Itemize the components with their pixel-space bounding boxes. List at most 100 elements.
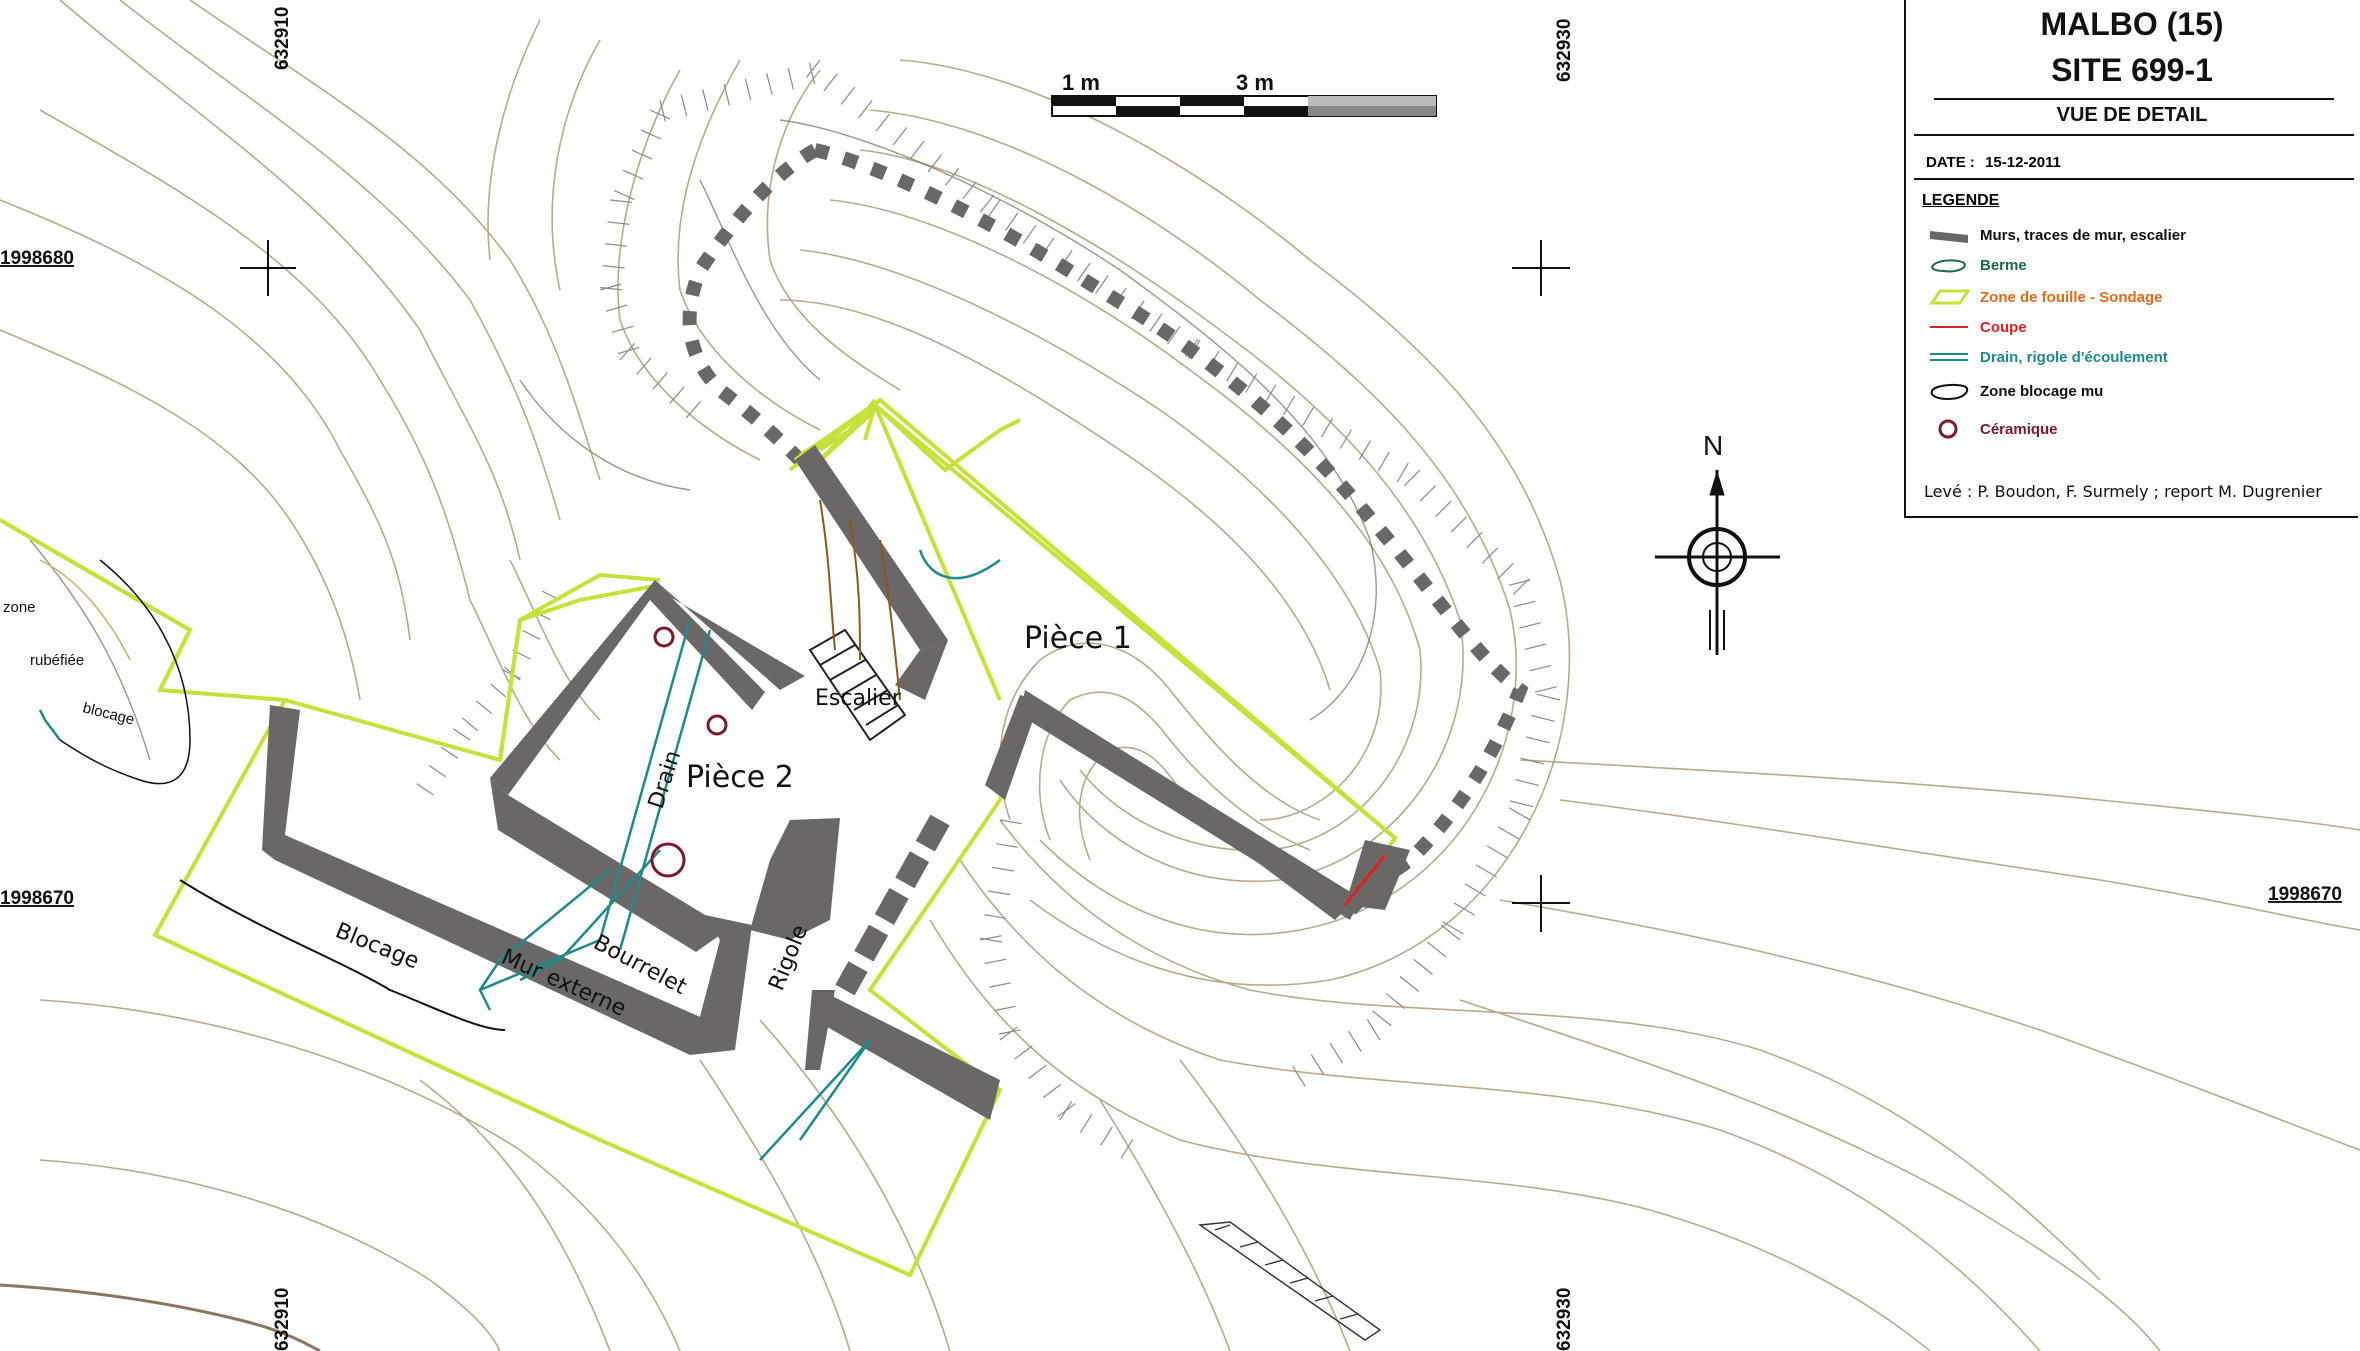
legend-label: Coupe	[1980, 318, 2027, 336]
legend-item-ceramique: Céramique	[1928, 418, 2058, 440]
north-arrow-icon: N	[1655, 430, 1780, 655]
coord-x-left-top: 632910	[272, 7, 293, 70]
date-divider	[1914, 178, 2354, 180]
hachure-tick	[1339, 429, 1353, 449]
grid-cross	[1512, 240, 1570, 296]
date-row: DATE : 15-12-2011	[1926, 154, 2061, 171]
hachure-tick	[1396, 462, 1409, 483]
section-line	[1343, 854, 1387, 906]
hachure-tick	[1519, 622, 1541, 629]
hachure-tick	[1435, 500, 1452, 518]
hachure-tick	[1385, 993, 1406, 1010]
hachure-tick	[927, 154, 943, 173]
hachure-tick	[1372, 1010, 1392, 1027]
hachure-tick	[808, 62, 816, 85]
hachure-tick	[1004, 212, 1019, 231]
title-block: MALBO (15) SITE 699-1 VUE DE DETAIL DATE…	[1904, 0, 2358, 518]
scale-label-3m: 3 m	[1236, 70, 1274, 95]
hachure-tick	[428, 765, 446, 778]
hachure-tick	[989, 982, 1012, 988]
hachure-tick	[944, 167, 960, 186]
coord-y-bottom-left: 1998670	[0, 888, 74, 909]
hachure-tick	[1403, 469, 1421, 487]
hachure-tick	[1453, 902, 1475, 916]
legend-item-blocage: Zone blocage mu	[1928, 380, 2103, 402]
hachure-tick	[1520, 757, 1545, 765]
north-label: N	[1703, 430, 1723, 461]
hill-outline-dashed	[813, 143, 1529, 915]
hachure-tick	[1149, 313, 1163, 332]
hachure-tick	[1525, 736, 1550, 744]
wall-swatch-icon	[1928, 225, 1970, 245]
legend-label: Drain, rigole d'écoulement	[1980, 348, 2168, 366]
legend-label: Murs, traces de mur, escalier	[1980, 226, 2186, 244]
hachure-tick	[1282, 395, 1296, 416]
hachure-tick	[996, 843, 1018, 848]
hachure-tick	[1120, 1139, 1134, 1159]
hachure-tick	[1077, 262, 1091, 282]
legend-label: Zone de fouille - Sondage	[1980, 288, 2163, 306]
legend-label: Zone blocage mu	[1980, 382, 2104, 400]
section-line-swatch-icon	[1928, 317, 1970, 337]
hachure-tick	[744, 78, 752, 101]
hachure-tick	[1292, 1065, 1306, 1087]
hachure-tick	[1366, 1019, 1381, 1041]
legend-item-berme: Berme	[1928, 254, 2027, 276]
hachure-tick	[1440, 924, 1461, 941]
staircase	[808, 628, 907, 742]
hachure-tick	[1466, 531, 1483, 549]
hachure-tick	[1399, 976, 1420, 992]
hachure-tick	[1059, 1100, 1073, 1121]
hachure-tick	[840, 86, 856, 105]
hachure-tick	[806, 59, 821, 78]
hachure-tick	[605, 304, 628, 312]
ceramic-marker	[653, 626, 675, 648]
hachure-tick	[1531, 714, 1555, 722]
legend-item-walls: Murs, traces de mur, escalier	[1928, 224, 2186, 246]
drain-swatch-icon	[1928, 347, 1970, 367]
ceramic-marker	[706, 714, 728, 736]
hachure-tick	[649, 109, 671, 120]
hachure-tick	[607, 221, 630, 225]
legend-label: Berme	[1980, 256, 2027, 274]
blocking-zone-swatch-icon	[1928, 381, 1970, 401]
coord-y-bottom-right: 1998670	[2268, 884, 2342, 905]
hachure-tick	[599, 283, 622, 291]
coordinate-labels: 632910 632930 1998680 1998670 1998670 63…	[0, 7, 2342, 1351]
legend-item-drain: Drain, rigole d'écoulement	[1928, 346, 2168, 368]
excavation-swatch-icon	[1928, 287, 1971, 307]
hachure-tick	[962, 181, 977, 200]
grid-crosses	[240, 240, 1570, 932]
hachure-tick	[669, 386, 685, 404]
hachure-tick	[1509, 800, 1534, 808]
date-value: 15-12-2011	[1985, 154, 2061, 171]
hachure-tick	[1508, 807, 1531, 821]
hachure-tick	[999, 819, 1022, 825]
hachure-tick	[1245, 373, 1258, 393]
hachure-tick	[991, 866, 1014, 872]
hachure-tick	[1464, 883, 1487, 897]
hachure-tick	[1497, 826, 1520, 840]
hachure-tick	[998, 1029, 1021, 1035]
hachure-tick	[766, 73, 773, 95]
hachure-tick	[685, 401, 702, 419]
coord-x-right-top: 632930	[1554, 19, 1575, 82]
ceramic-markers	[650, 626, 728, 878]
hachure-tick	[1427, 941, 1447, 958]
hachure-tick	[619, 343, 635, 361]
hachure-tick	[1475, 864, 1498, 878]
hachure-tick	[979, 935, 1002, 941]
hachure-tick	[1413, 958, 1433, 975]
ceramic-circle-swatch-icon	[1928, 419, 1970, 439]
hachure-tick	[1419, 485, 1437, 502]
hachure-tick	[1497, 562, 1514, 580]
stair-brown-lines	[819, 499, 901, 701]
hachure-tick	[636, 357, 652, 375]
hachure-tick	[988, 890, 1010, 896]
grid-cross	[1512, 875, 1570, 932]
ceramic-marker	[650, 842, 686, 878]
hachure-tick	[652, 372, 669, 390]
hachure-tick	[1028, 1064, 1047, 1079]
